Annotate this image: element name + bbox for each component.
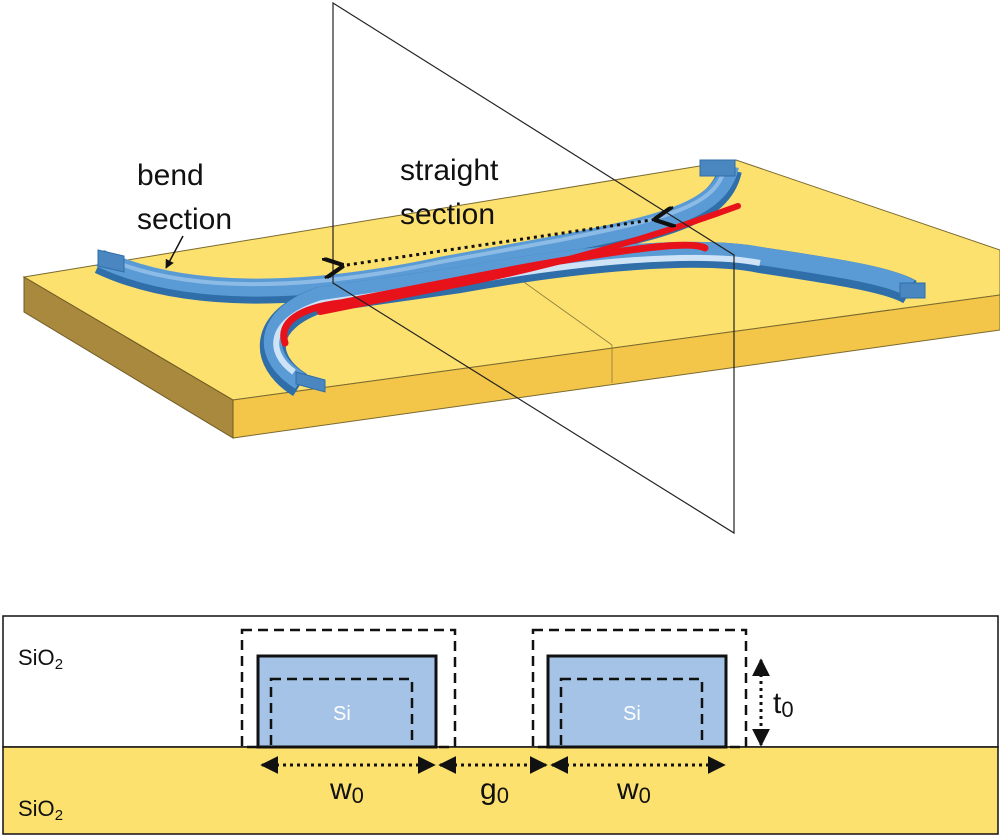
straight-section-arrow xyxy=(340,219,658,266)
straight-label-line2: section xyxy=(400,198,495,231)
dim-g0-label: g0 xyxy=(480,773,509,808)
cutting-plane xyxy=(332,1,735,535)
cross-section: Si Si SiO2 SiO2 t0 w0 g0 w0 xyxy=(2,615,999,835)
substrate-side-face xyxy=(23,276,234,439)
substrate-3d xyxy=(22,159,1000,439)
sio2-label-top: SiO2 xyxy=(18,645,63,673)
si-label-left: Si xyxy=(333,703,351,725)
bend-section-leader xyxy=(165,235,184,269)
si-label-right: Si xyxy=(623,703,641,725)
dim-w0-right-label: w0 xyxy=(616,773,651,808)
straight-label-line1: straight xyxy=(400,154,499,187)
oxide-cladding xyxy=(2,615,999,748)
si-core-left xyxy=(256,654,438,749)
si-core-right xyxy=(546,654,728,749)
bend-label-line2: section xyxy=(137,203,232,236)
dim-w0-left-label: w0 xyxy=(329,773,364,808)
bend-label-line1: bend xyxy=(137,159,204,192)
sio2-label-bottom: SiO2 xyxy=(18,796,63,824)
dim-t0-label: t0 xyxy=(773,687,794,722)
